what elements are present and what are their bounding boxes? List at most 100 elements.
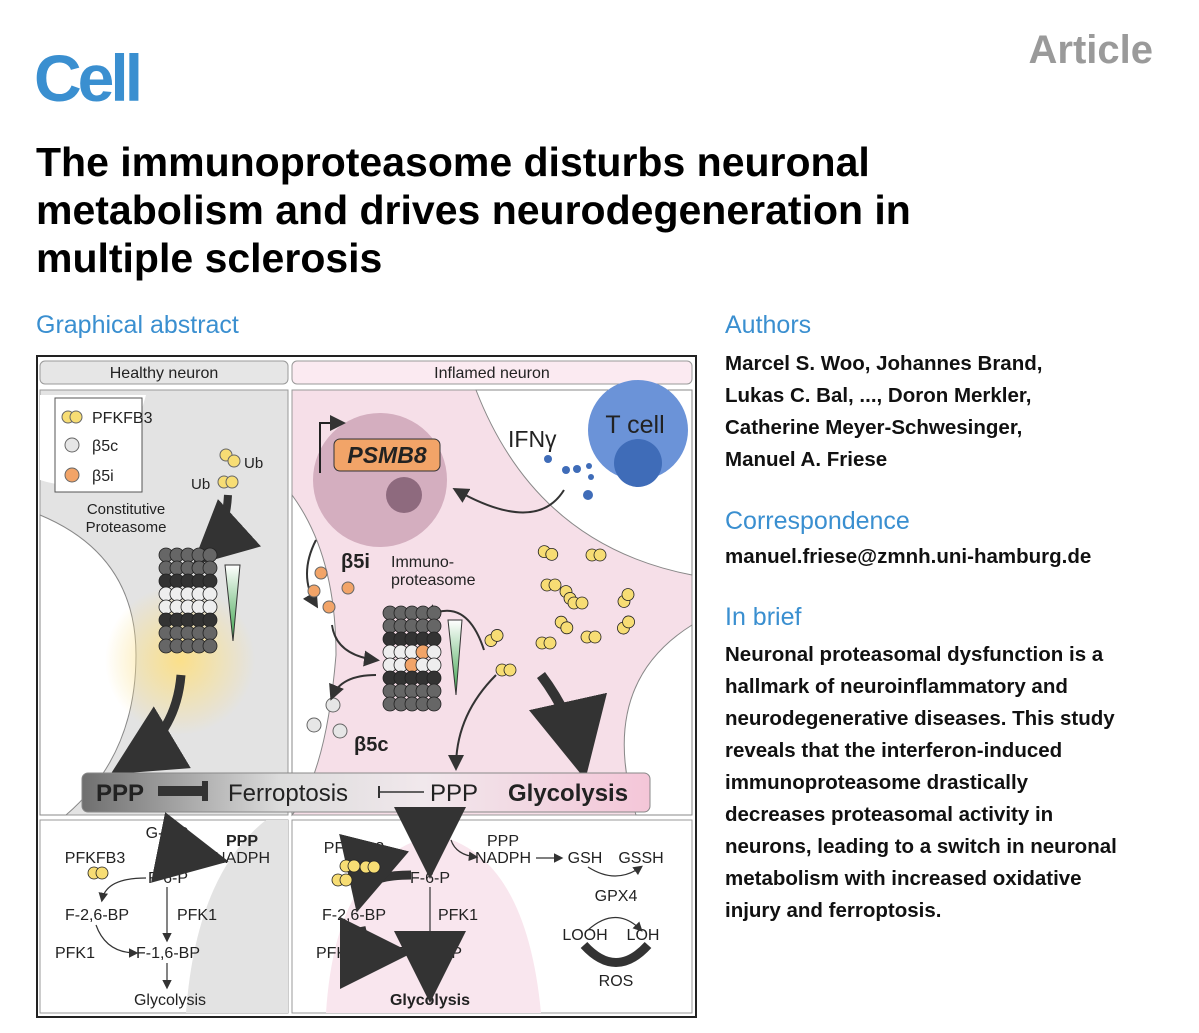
b5i-icon	[64, 467, 80, 483]
pfkfb3-icon	[617, 588, 635, 608]
in-brief-text: Neuronal proteasomal dysfunction is a ha…	[725, 639, 1117, 927]
graphical-abstract-heading: Graphical abstract	[36, 311, 239, 339]
pfkfb3-icon	[495, 663, 517, 677]
article-type: Article	[1028, 28, 1154, 72]
promoter-arrow	[319, 415, 346, 473]
pfkfb3-small	[87, 859, 381, 887]
pfkfb3-lobe	[588, 630, 602, 644]
brief-line: neurodegenerative diseases. This study	[725, 707, 1115, 730]
author-line[interactable]: Lukas C. Bal, ..., Doron Merkler,	[725, 384, 1032, 407]
pfkfb3-lobe	[503, 663, 517, 677]
pfkfb3-lobe	[545, 547, 559, 561]
path-f16bp: F-1,6-BP	[136, 945, 200, 962]
nucleolus	[386, 477, 422, 513]
assembly-arrow	[331, 624, 380, 667]
path-g6p: G-6-P	[409, 825, 452, 842]
path-pfk1: PFK1	[55, 945, 95, 962]
correspondence-email[interactable]: manuel.friese@zmnh.uni-hamburg.de	[725, 545, 1092, 568]
glow	[105, 585, 255, 735]
title-line: multiple sclerosis	[36, 235, 383, 281]
pfkfb3-icon	[484, 629, 504, 647]
pfkfb3-icon	[217, 475, 239, 489]
pfkfb3-icon	[567, 596, 589, 610]
path-nadph: NADPH	[475, 850, 531, 867]
path-f26bp: F-2,6-BP	[65, 907, 129, 924]
release-arrow	[329, 674, 377, 701]
to-glycolysis-arrow	[528, 672, 608, 780]
bar-glycolysis: Glycolysis	[508, 780, 628, 807]
pfkfb3-icon	[617, 615, 635, 635]
pfkfb3-cluster	[484, 545, 635, 677]
pfkfb3-icon	[535, 636, 557, 650]
pfkfb3-lobe	[339, 873, 353, 887]
proteasome-subunit	[426, 644, 442, 660]
path-looh: LOOH	[562, 927, 607, 944]
outcome-bar	[81, 772, 651, 813]
ifng-label: IFNγ	[508, 426, 557, 452]
path-loh: LOH	[627, 927, 660, 944]
pfkfb3-icon	[339, 859, 361, 873]
ifng-molecules	[544, 455, 594, 500]
proteasome-subunit	[202, 625, 218, 641]
correspondence-heading: Correspondence	[725, 507, 910, 535]
proteasome-subunit	[426, 618, 442, 634]
b5c-label: β5c	[354, 734, 388, 756]
path-pfk1: PFK1	[438, 907, 478, 924]
expression-arrow	[302, 539, 319, 609]
pfkfb3-icon	[537, 545, 559, 561]
proteasome-subunit	[426, 631, 442, 647]
inflamed-label: Inflamed neuron	[434, 365, 550, 382]
neuron-edge	[186, 820, 288, 1013]
immuno-label: proteasome	[391, 572, 476, 589]
b5c-subunits	[306, 697, 348, 739]
path-f6p: F-6-P	[410, 870, 450, 887]
path-pfk1: PFK1	[177, 907, 217, 924]
to-ppp-arrow	[448, 674, 497, 771]
brief-line: hallmark of neuroinflammatory and	[725, 675, 1068, 698]
b5c-icon	[64, 437, 80, 453]
author-line[interactable]: Manuel A. Friese	[725, 448, 888, 471]
path-ppp: PPP	[226, 833, 258, 850]
proteasome-subunit	[426, 670, 442, 686]
pfkfb3-icon	[331, 873, 353, 887]
path-glycolysis: Glycolysis	[390, 992, 470, 1009]
article-title: The immunoproteasome disturbs neuronal m…	[36, 138, 1036, 282]
pfkfb3-lobe	[95, 866, 109, 880]
path-gsh: GSH	[568, 850, 603, 867]
pfkfb3-icon	[540, 578, 562, 592]
author-line[interactable]: Marcel S. Woo, Johannes Brand,	[725, 352, 1043, 375]
pfkfb3-icon	[580, 630, 602, 644]
proteasome-subunit	[426, 605, 442, 621]
nucleus	[313, 413, 447, 547]
pfkfb3-icon	[359, 860, 381, 874]
path-pfk1: PFK1	[316, 945, 356, 962]
constitutive-label: Proteasome	[86, 519, 167, 536]
pfkfb3-icon	[219, 448, 241, 468]
pfkfb3-lobe	[543, 636, 557, 650]
proteasome-subunit	[202, 586, 218, 602]
pathway-thick-arrows	[150, 807, 652, 1003]
author-line[interactable]: Catherine Meyer-Schwesinger,	[725, 416, 1023, 439]
psmb8-gene	[333, 438, 441, 472]
proteasome-subunit	[426, 683, 442, 699]
title-line: The immunoproteasome disturbs neuronal	[36, 139, 870, 185]
healthy-header	[39, 360, 289, 385]
pfkfb3-lobe	[593, 548, 607, 562]
pfkfb3-lobe	[621, 588, 635, 601]
ub-label: Ub	[191, 476, 210, 493]
path-glycolysis: Glycolysis	[134, 992, 206, 1009]
inhibition-strong	[158, 786, 203, 796]
pfkfb3-lobe	[347, 859, 361, 873]
activity-triangle	[224, 564, 241, 642]
t-cell-nucleus	[614, 439, 662, 487]
constitutive-proteasome	[158, 547, 218, 654]
path-gssh: GSSH	[618, 850, 663, 867]
healthy-label: Healthy neuron	[110, 365, 219, 382]
inhibition-bar	[202, 781, 208, 801]
pfkfb3-lobe	[367, 860, 381, 874]
brief-line: metabolism with increased oxidative	[725, 867, 1082, 890]
legend-pfkfb3: PFKFB3	[92, 410, 153, 427]
brief-line: reveals that the interferon-induced	[725, 739, 1063, 762]
proteasome-subunit	[426, 657, 442, 673]
title-line: metabolism and drives neurodegeneration …	[36, 187, 911, 233]
